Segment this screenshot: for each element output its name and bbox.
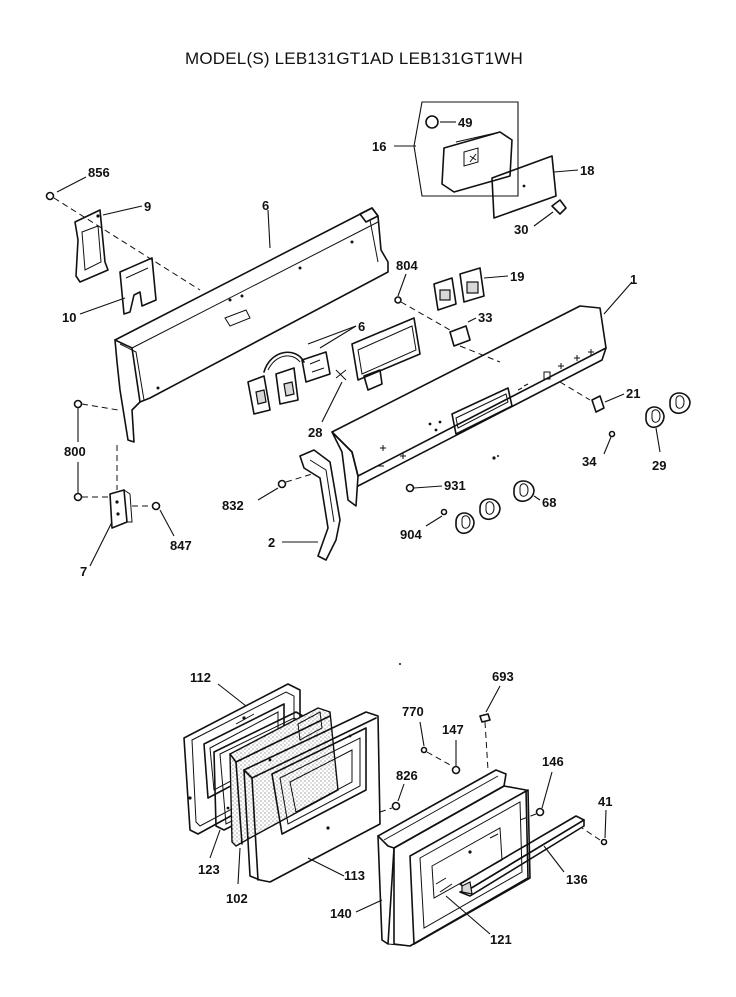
hinge-7-part xyxy=(109,445,133,529)
label-693: 693 xyxy=(492,669,514,684)
screw-693-part xyxy=(479,713,491,771)
screw-34-part xyxy=(608,430,616,438)
bracket-10-part xyxy=(119,257,157,315)
label-34: 34 xyxy=(582,454,597,469)
label-68: 68 xyxy=(542,495,556,510)
control-panel-1-part xyxy=(331,305,607,507)
element-33-part xyxy=(449,325,501,363)
label-6-switches: 6 xyxy=(358,319,365,334)
inner-door-113-part xyxy=(243,711,381,883)
model-title: MODEL(S) LEB131GT1AD LEB131GT1WH xyxy=(185,49,523,68)
label-2: 2 xyxy=(268,535,275,550)
switch-19-part xyxy=(433,267,485,311)
label-146: 146 xyxy=(542,754,564,769)
label-33: 33 xyxy=(478,310,492,325)
label-102: 102 xyxy=(226,891,248,906)
bracket-9-part xyxy=(74,209,109,283)
screw-856-part xyxy=(45,191,201,291)
button-30-part xyxy=(551,199,567,215)
end-trim-2-part xyxy=(299,449,341,561)
screw-832-part xyxy=(277,473,313,489)
label-16: 16 xyxy=(372,139,386,154)
label-847: 847 xyxy=(170,538,192,553)
label-29: 29 xyxy=(652,458,666,473)
wiring-switches-6-part xyxy=(247,351,331,415)
backguard-housing-6-part xyxy=(114,207,389,443)
label-6-housing: 6 xyxy=(262,198,269,213)
door-handle-136-part xyxy=(459,815,585,897)
label-19: 19 xyxy=(510,269,524,284)
knob-29-part xyxy=(645,392,691,428)
label-856: 856 xyxy=(88,165,110,180)
washer-146-part xyxy=(519,807,545,821)
label-140: 140 xyxy=(330,906,352,921)
label-112: 112 xyxy=(190,670,211,685)
knob-insert-21-part xyxy=(559,381,605,413)
screw-770-part xyxy=(420,746,453,767)
insulation-102-part xyxy=(229,707,339,847)
label-804: 804 xyxy=(396,258,418,273)
screw-826-part xyxy=(379,801,401,813)
label-18: 18 xyxy=(580,163,594,178)
washer-931-part xyxy=(405,483,415,493)
label-904: 904 xyxy=(400,527,422,542)
label-121: 121 xyxy=(490,932,512,947)
label-49: 49 xyxy=(458,115,472,130)
screw-804-part xyxy=(394,296,451,331)
scan-speck xyxy=(497,455,499,457)
screw-41-part xyxy=(581,827,608,846)
washer-147-part xyxy=(451,765,461,775)
label-21: 21 xyxy=(626,386,640,401)
label-800: 800 xyxy=(64,444,86,459)
label-826: 826 xyxy=(396,768,418,783)
label-123: 123 xyxy=(198,862,220,877)
label-931: 931 xyxy=(444,478,466,493)
outer-door-140-part xyxy=(377,769,529,947)
door-glass-121-part xyxy=(409,789,531,945)
label-770: 770 xyxy=(402,704,424,719)
knob-68-part xyxy=(455,480,535,534)
scan-speck xyxy=(399,663,401,665)
label-28: 28 xyxy=(308,425,322,440)
label-30: 30 xyxy=(514,222,528,237)
lens-18-part xyxy=(491,155,557,219)
label-7: 7 xyxy=(80,564,87,579)
screw-800-part xyxy=(73,399,119,502)
relay-28-part xyxy=(335,317,421,391)
timer-assembly-16-part xyxy=(413,101,519,197)
label-1: 1 xyxy=(630,272,637,287)
label-136: 136 xyxy=(566,872,588,887)
label-147: 147 xyxy=(442,722,464,737)
label-10: 10 xyxy=(62,310,76,325)
label-832: 832 xyxy=(222,498,244,513)
screw-847-part xyxy=(132,501,161,511)
screw-904-part xyxy=(440,508,448,516)
label-41: 41 xyxy=(598,794,612,809)
label-113: 113 xyxy=(344,868,365,883)
label-9: 9 xyxy=(144,199,151,214)
